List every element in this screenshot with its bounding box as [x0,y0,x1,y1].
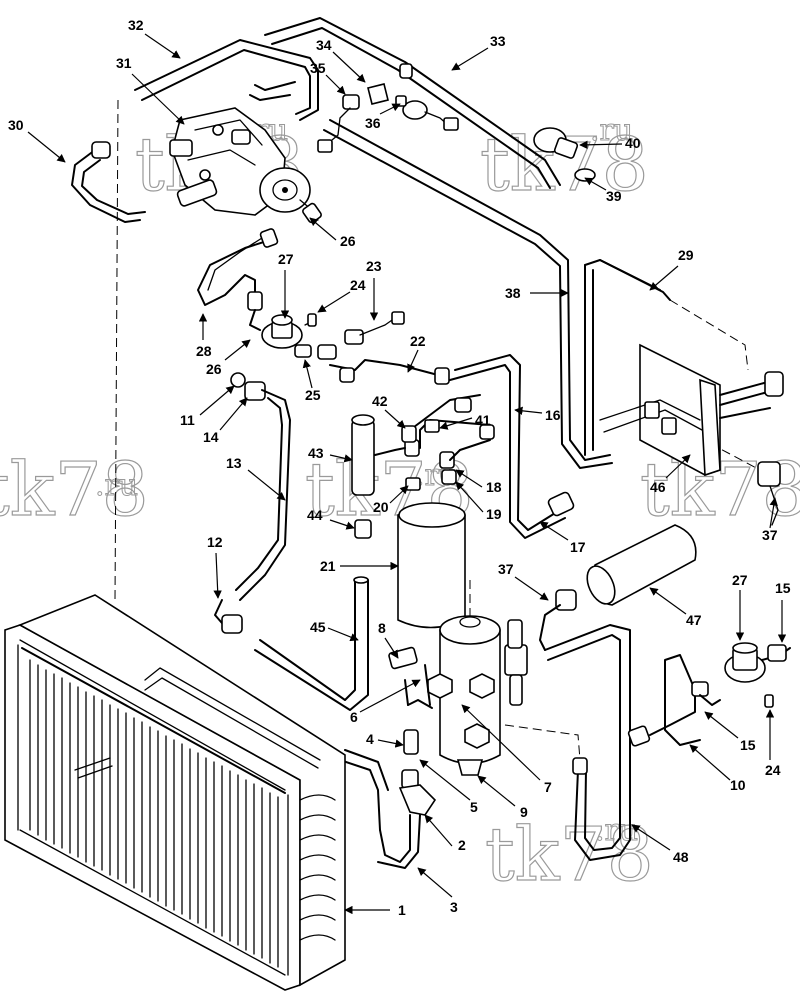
long-tubes-38-29 [323,119,671,469]
callout-label: 47 [686,612,702,628]
line-assembly-26-28 [197,228,317,358]
condenser [4,594,346,991]
fitting-24-right [764,694,774,708]
callout-label: 36 [365,115,381,131]
callout-label: 39 [606,188,622,204]
pressure-switch-40 [533,127,596,182]
bracket-46 [599,343,784,477]
callout-label: 22 [410,333,426,349]
callout-label: 45 [310,619,326,635]
callout-label: 44 [307,507,323,523]
callout-label: 18 [486,479,502,495]
valve-2 [398,784,437,816]
hose-30 [71,141,146,223]
callout-label: 29 [678,247,694,263]
callout-label: 37 [498,561,514,577]
callout-label: 1 [398,902,406,918]
line-45 [254,576,369,711]
hose-12-14 [214,372,291,634]
callout-label: 15 [775,580,791,596]
watermark-text: tk78 [0,447,149,533]
callout-label: 8 [378,620,386,636]
callout-label: 48 [673,849,689,865]
callout-label: 11 [180,412,195,428]
o-ring-39 [574,168,596,182]
callout-label: 34 [316,37,332,53]
filter-47 [539,524,697,651]
callout-label: 40 [625,135,641,151]
line-2-5 [339,729,437,869]
fitting-44 [354,519,372,539]
callout-label: 26 [206,361,222,377]
callout-label: 5 [470,799,478,815]
callout-label: 24 [765,762,781,778]
callout-label: 12 [207,534,223,550]
watermark-text: tk78 [485,812,654,898]
callout-label: 3 [450,899,458,915]
callout-label: 2 [458,837,466,853]
receiver-21 [351,414,495,629]
o-ring-11 [230,372,246,388]
callout-label: 33 [490,33,506,49]
dryer-9 [388,615,528,776]
callout-label: 27 [278,251,294,267]
fitting-4 [403,729,419,755]
callout-label: 6 [350,709,358,725]
callout-label: 42 [372,393,388,409]
watermark-suffix: .ru [590,113,633,148]
callout-label: 4 [366,731,374,747]
callout-label: 27 [732,572,748,588]
valve-43 [351,419,375,496]
callout-label: 43 [308,445,324,461]
callout-label: 25 [305,387,321,403]
callout-label: 31 [116,55,132,71]
callout-label: 7 [544,779,552,795]
switch-assembly-34-36 [317,63,459,153]
callout-label: 21 [320,558,336,574]
callout-label: 13 [226,455,242,471]
callout-label: 20 [373,499,389,515]
callout-label: 16 [545,407,561,423]
callout-label: 24 [350,277,366,293]
callout-label: 46 [650,479,666,495]
callout-label: 10 [730,777,746,793]
callout-label: 28 [196,343,212,359]
fitting-24 [307,313,317,327]
line-16-41-42 [401,354,575,539]
callout-label: 26 [340,233,356,249]
callout-label: 19 [486,506,502,522]
line-10-48 [544,624,791,861]
callout-label: 41 [475,412,491,428]
callout-label: 35 [310,60,326,76]
watermark-suffix: .ru [95,468,138,503]
callouts: 1 2 3 4 5 6 7 8 9 10 11 12 13 14 15 15 1… [8,17,791,918]
callout-label: 15 [740,737,756,753]
callout-label: 17 [570,539,586,555]
fitting-37-right [757,461,781,526]
callout-label: 30 [8,117,24,133]
callout-label: 32 [128,17,144,33]
compressor [169,107,322,224]
callout-label: 9 [520,804,528,820]
callout-label: 14 [203,429,219,445]
callout-label: 37 [762,527,778,543]
upper-tubing [134,17,561,189]
callout-label: 38 [505,285,521,301]
callout-label: 23 [366,258,382,274]
wire-22-23 [317,311,450,385]
